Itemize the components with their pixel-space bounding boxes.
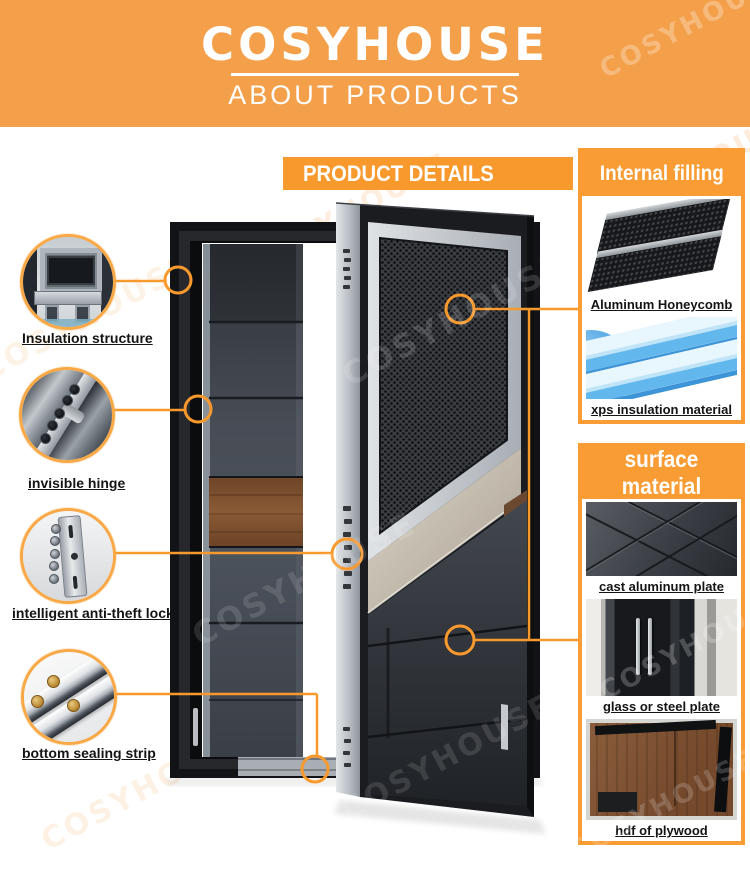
insulation-structure-photo	[23, 237, 113, 327]
panel-surface-material-header: surface material	[582, 446, 741, 499]
edge-pull-handle	[193, 708, 198, 746]
callout-label-hinge: invisible hinge	[28, 475, 126, 491]
wood-accent	[504, 490, 527, 551]
bottom-sealing-strip-photo	[24, 652, 114, 742]
door-face	[360, 205, 534, 817]
callout-label-insulation: Insulation structure	[22, 330, 153, 346]
open-door	[335, 202, 535, 817]
callout-ring-filling	[444, 293, 476, 325]
thumb-glass-steel	[586, 599, 737, 696]
callout-label-lock: intelligent anti-theft lock	[12, 605, 174, 621]
panel-internal-filling: Internal filling Aluminum Honeycomb xps …	[578, 148, 745, 424]
silver-mat	[368, 222, 521, 561]
caption-glass-steel: glass or steel plate	[602, 699, 721, 714]
callout-image-lock	[20, 508, 116, 604]
watermark-text: COSYHOUSE	[185, 503, 424, 655]
caption-hdf-plywood: hdf of plywood	[615, 823, 708, 838]
callout-ring-hinge	[183, 394, 213, 424]
thumb-aluminum-honeycomb	[586, 199, 737, 294]
invisible-hinge-photo	[22, 370, 112, 460]
anti-theft-lock-photo	[23, 511, 113, 601]
logo-underline	[231, 73, 519, 76]
door-handle	[501, 704, 508, 750]
thumb-hdf-plywood	[586, 719, 737, 820]
door-edge	[527, 216, 534, 817]
watermark-text: COSYHOUSE	[335, 686, 560, 829]
thumb-cast-aluminum	[586, 502, 737, 576]
callout-image-insulation	[20, 234, 116, 330]
panel-surface-material: surface material cast aluminum plate gla…	[578, 443, 745, 845]
caption-aluminum-honeycomb: Aluminum Honeycomb	[590, 297, 733, 312]
callout-ring-insulation	[163, 265, 193, 295]
caption-xps-insulation: xps insulation material	[591, 402, 732, 417]
mesh-panel	[379, 236, 508, 535]
caption-cast-aluminum: cast aluminum plate	[599, 579, 724, 594]
threshold-sill	[238, 757, 346, 776]
connector-lines	[107, 279, 578, 756]
panel-internal-filling-header: Internal filling	[582, 152, 741, 196]
callout-ring-surface	[444, 624, 476, 656]
diagonal-band	[368, 448, 521, 613]
watermark-text: COSYHOUSE	[335, 243, 574, 395]
callout-image-hinge	[19, 367, 115, 463]
fixed-panel	[193, 244, 303, 757]
brand-logo: COSYHOUSE	[201, 18, 549, 71]
frame-shadow	[168, 777, 542, 786]
panel-internal-filling-title: Internal filling	[599, 162, 724, 185]
header-tagline: ABOUT PRODUCTS	[228, 80, 522, 110]
door-shadow	[334, 800, 546, 834]
door-frame	[170, 222, 540, 778]
callout-ring-strip	[300, 754, 330, 784]
section-banner-title: PRODUCT DETAILS	[303, 161, 494, 186]
callout-ring-lock	[330, 537, 364, 571]
page-header: COSYHOUSE COSYHOUSE ABOUT PRODUCTS	[0, 0, 750, 127]
callout-label-strip: bottom sealing strip	[22, 745, 156, 761]
thumb-xps-insulation	[586, 317, 737, 399]
hinge-stile	[336, 203, 360, 797]
section-banner: PRODUCT DETAILS	[283, 157, 573, 190]
lower-slab	[368, 500, 527, 806]
callout-image-strip	[21, 649, 117, 745]
callout-rings	[163, 265, 476, 784]
stile-hardware	[343, 249, 352, 767]
panel-surface-material-title: surface material	[621, 446, 702, 499]
